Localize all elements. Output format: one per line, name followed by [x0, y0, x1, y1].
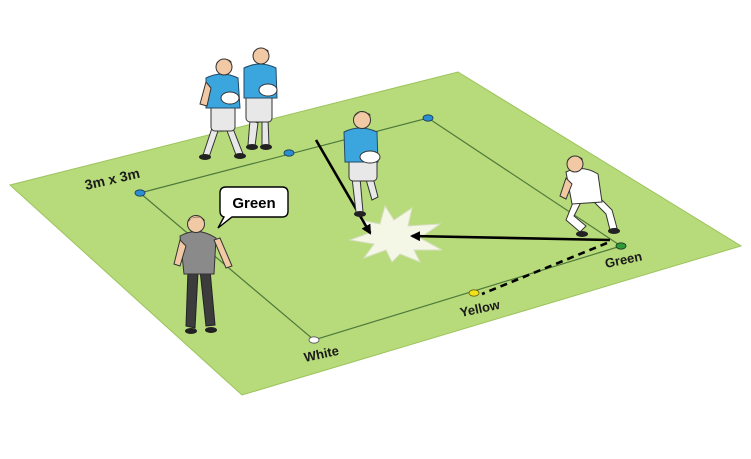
cone-blue-top-left [134, 189, 146, 197]
player-defender [559, 155, 620, 237]
dashed-path [481, 241, 608, 296]
player-ball-carrier [343, 111, 381, 217]
coach-speech-bubble: Green [217, 186, 289, 229]
cone-blue-top-right [422, 114, 434, 122]
coach-call-text: Green [232, 195, 275, 212]
cone-label-white: White [303, 343, 341, 365]
attacker-run-arrow [314, 139, 372, 235]
cone-blue-top-middle [283, 149, 295, 157]
player-attacker-waiting-1 [199, 58, 246, 160]
impact-burst [348, 204, 443, 263]
cone-green [615, 242, 627, 250]
cone-yellow [468, 289, 480, 297]
defender-run-arrow [410, 231, 611, 242]
player-attacker-waiting-2 [243, 47, 278, 150]
cone-white [308, 336, 320, 344]
coach [173, 215, 233, 334]
